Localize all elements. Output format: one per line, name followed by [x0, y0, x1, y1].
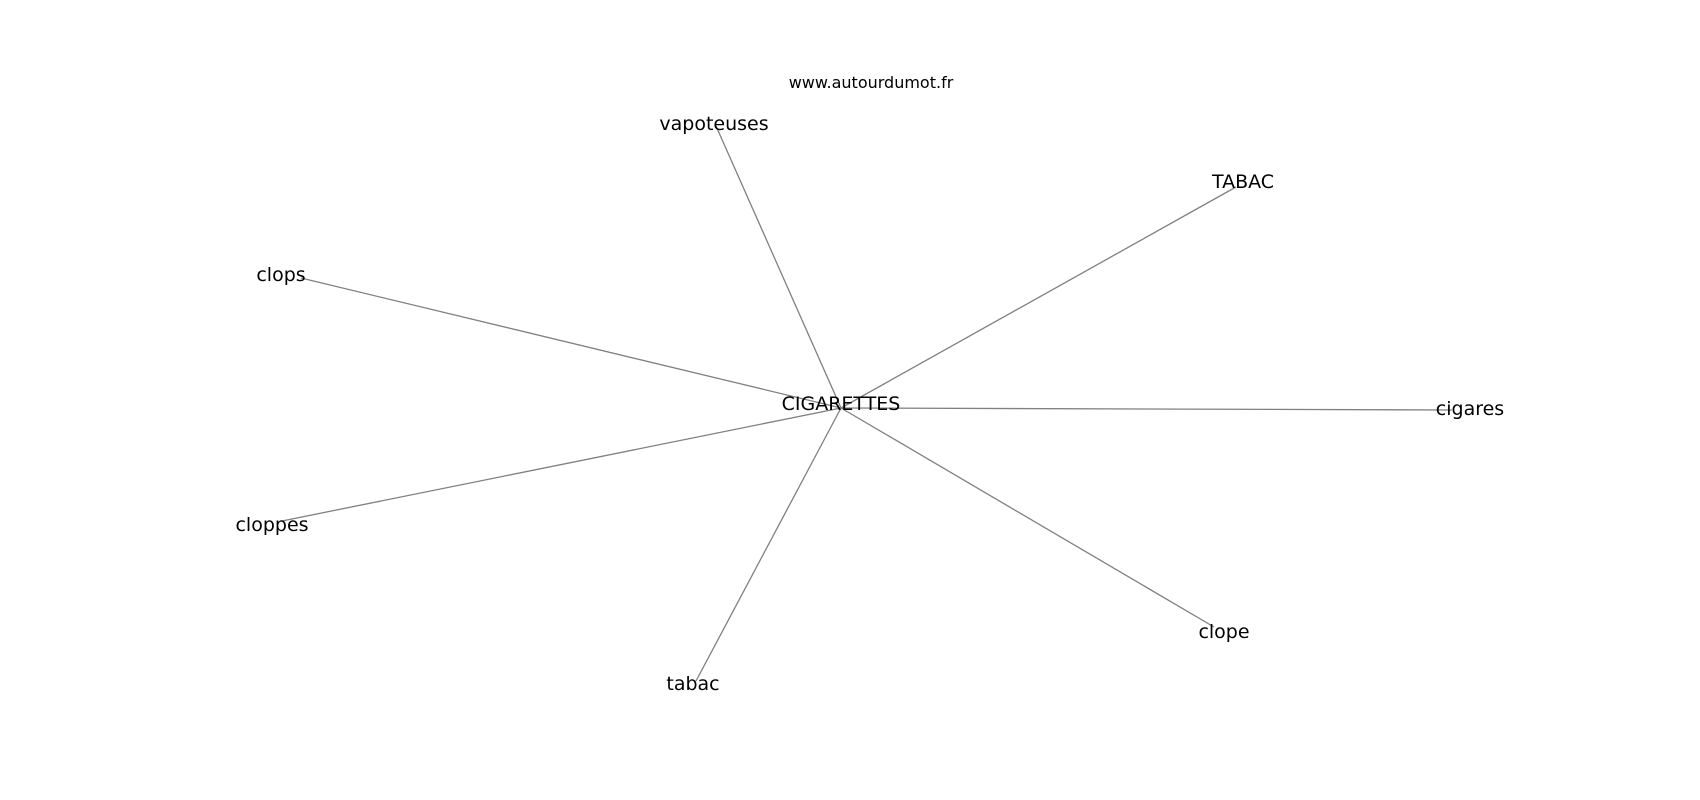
node-label-cloppes: cloppes — [235, 514, 308, 536]
edge-center-clope — [840, 407, 1215, 628]
edge-center-clops — [300, 277, 842, 409]
node-label-TABAC: TABAC — [1211, 171, 1274, 193]
edge-center-vapoteuses — [715, 125, 842, 409]
center-node-label: CIGARETTES — [782, 393, 901, 415]
node-label-cigares: cigares — [1436, 398, 1504, 420]
node-label-vapoteuses: vapoteuses — [659, 113, 768, 135]
edges-group — [281, 125, 1453, 682]
edge-center-tabac — [695, 407, 842, 682]
node-label-clope: clope — [1198, 621, 1249, 643]
node-label-clops: clops — [256, 264, 305, 286]
node-label-tabac: tabac — [666, 673, 719, 695]
edge-center-cigares — [840, 407, 1453, 411]
edge-center-TABAC — [840, 186, 1237, 409]
edge-center-cloppes — [281, 407, 842, 522]
source-url: www.autourdumot.fr — [789, 73, 954, 92]
